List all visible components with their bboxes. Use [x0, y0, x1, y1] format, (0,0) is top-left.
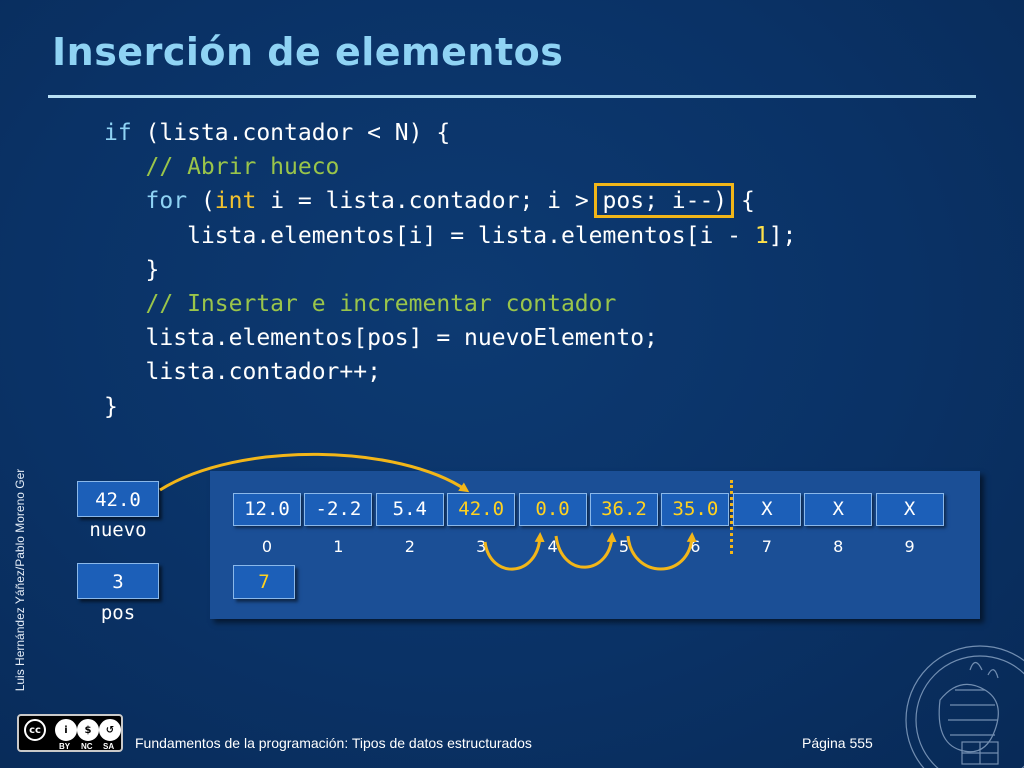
- array-index-8: 8: [833, 537, 844, 556]
- array-cell-1: -2.2: [304, 493, 373, 526]
- pos-value-box: 3: [77, 563, 159, 599]
- code-line-8: lista.contador++;: [104, 359, 381, 386]
- footer-course: Fundamentos de la programación: Tipos de…: [135, 735, 532, 751]
- code-block: if (lista.contador < N) { // Abrir hueco…: [104, 116, 796, 424]
- array-index-4: 4: [547, 537, 558, 556]
- code-line-2: // Abrir hueco: [104, 154, 340, 181]
- array-cell-3: 42.0: [447, 493, 516, 526]
- array-index-3: 3: [476, 537, 487, 556]
- code-line-1: if (lista.contador < N) {: [104, 120, 451, 146]
- array-cell-0: 12.0: [233, 493, 301, 526]
- array-index-5: 5: [618, 537, 630, 556]
- condition-highlight-box: [594, 183, 734, 218]
- author-credit: Luis Hernández Yáñez/Pablo Moreno Ger: [13, 468, 27, 692]
- array-index-2: 2: [404, 537, 415, 556]
- array-cell-5: 36.2: [590, 493, 658, 526]
- by-icon: i: [55, 719, 77, 741]
- capacity-divider: [730, 480, 733, 554]
- footer-page: Página 555: [802, 735, 873, 751]
- nuevo-label: nuevo: [89, 519, 147, 541]
- code-line-9: }: [104, 393, 118, 420]
- keyword-for: for: [145, 188, 188, 215]
- university-seal-icon: [905, 645, 1024, 768]
- array-index-6: 6: [690, 537, 701, 556]
- array-cell-7: X: [732, 493, 801, 526]
- code-line-3: for (int i = lista.contador; i > pos; i-…: [145, 188, 755, 215]
- nuevo-value-box: 42.0: [77, 481, 159, 517]
- code-line-6: // Insertar e incrementar contador: [104, 291, 617, 318]
- array-index-0: 0: [261, 537, 273, 556]
- slide-title: Inserción de elementos: [52, 30, 564, 74]
- sa-icon: ↺: [99, 719, 121, 741]
- array-cell-9: X: [875, 493, 944, 526]
- contador-box: 7: [233, 565, 295, 599]
- comment-insertar: // Insertar e incrementar contador: [145, 291, 617, 318]
- code-line-7: lista.elementos[pos] = nuevoElemento;: [104, 325, 658, 352]
- array-cell-4: 0.0: [518, 493, 587, 526]
- array-cell-8: X: [804, 493, 873, 526]
- pos-label: pos: [100, 602, 136, 624]
- code-line-4: lista.elementos[i] = lista.elementos[i -…: [187, 222, 797, 249]
- literal-one: 1: [754, 222, 769, 249]
- array-index-9: 9: [904, 537, 915, 556]
- nc-icon: $: [77, 719, 99, 741]
- code-line-5: }: [104, 256, 160, 283]
- creative-commons-icon: cc i $ ↺ BY NC SA: [17, 714, 123, 752]
- array-cell-6: 35.0: [661, 493, 730, 526]
- array-index-7: 7: [761, 537, 772, 556]
- license-labels: BY NC SA: [59, 742, 115, 751]
- title-underline: [48, 95, 976, 98]
- keyword-if: if: [104, 120, 132, 146]
- type-int: int: [214, 188, 257, 215]
- cc-icon: cc: [24, 719, 46, 741]
- array-index-1: 1: [333, 537, 344, 556]
- comment-abrir-hueco: // Abrir hueco: [145, 154, 340, 181]
- array-cell-2: 5.4: [375, 493, 444, 526]
